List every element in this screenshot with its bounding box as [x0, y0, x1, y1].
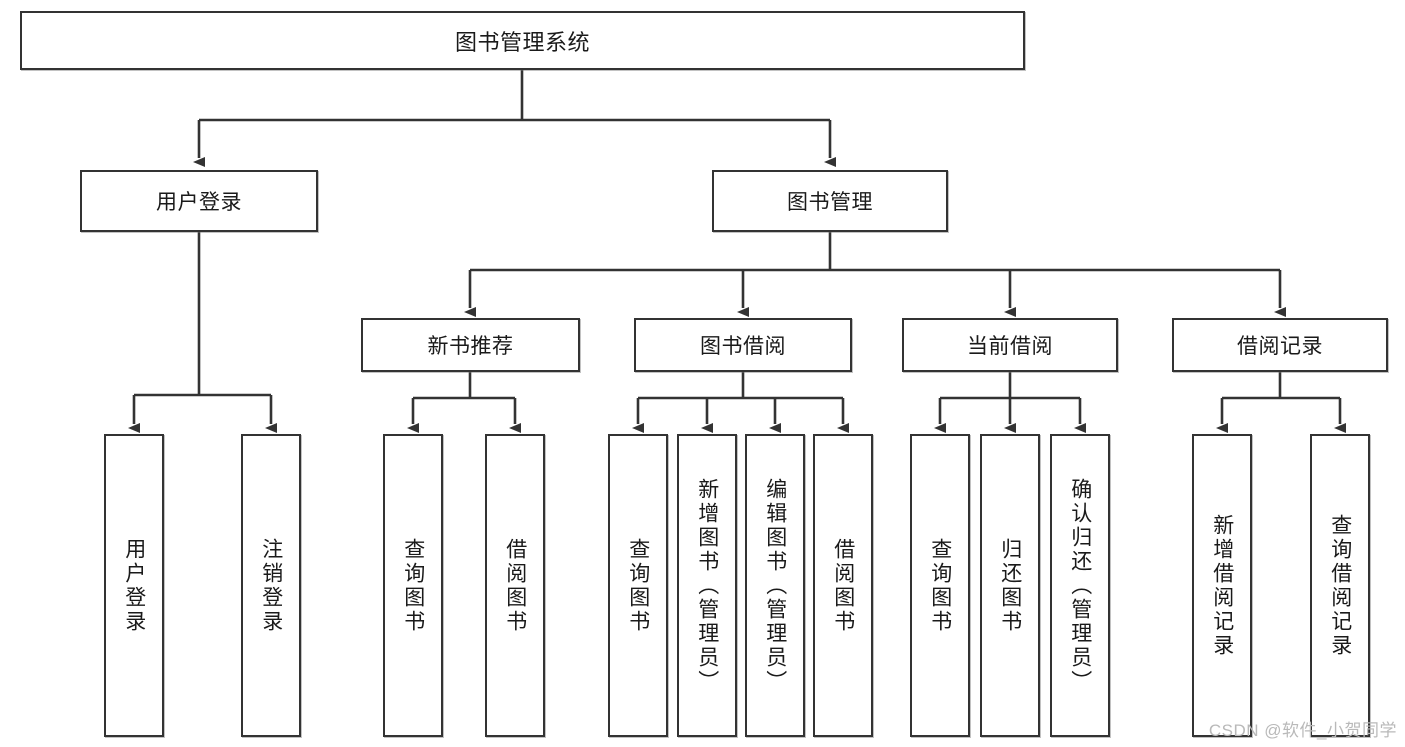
node-label: 图书借阅	[700, 335, 786, 358]
node-label: 图书管理	[787, 191, 873, 214]
node-label: 图书管理系统	[454, 29, 590, 55]
node-label: 借阅图书	[503, 537, 527, 634]
node-label: 归还图书	[998, 537, 1022, 634]
node-label: 新书推荐	[427, 335, 514, 358]
leaf-current-borrow-query-book[interactable]: 查询图书	[910, 434, 970, 737]
leaf-new-book-borrow-book[interactable]: 借阅图书	[485, 434, 545, 737]
node-label: 用户登录	[156, 191, 242, 214]
leaf-current-borrow-return-book[interactable]: 归还图书	[980, 434, 1040, 737]
node-label: 查询图书	[401, 537, 425, 634]
node-label: 新增借阅记录	[1210, 513, 1234, 658]
leaf-current-borrow-confirm-return-admin[interactable]: 确认归还（管理员）	[1050, 434, 1110, 737]
leaf-user-login-logout[interactable]: 注销登录	[241, 434, 301, 737]
leaf-borrow-record-query-record[interactable]: 查询借阅记录	[1310, 434, 1370, 737]
node-user-login[interactable]: 用户登录	[80, 170, 318, 232]
leaf-borrow-record-add-record[interactable]: 新增借阅记录	[1192, 434, 1252, 737]
node-new-book-recommend[interactable]: 新书推荐	[361, 318, 580, 372]
node-label: 注销登录	[259, 537, 283, 634]
leaf-book-borrow-edit-book-admin[interactable]: 编辑图书（管理员）	[745, 434, 805, 737]
node-book-borrow[interactable]: 图书借阅	[634, 318, 852, 372]
node-label: 查询借阅记录	[1328, 513, 1352, 658]
leaf-new-book-query-book[interactable]: 查询图书	[383, 434, 443, 737]
node-current-borrow[interactable]: 当前借阅	[902, 318, 1118, 372]
leaf-book-borrow-borrow-book[interactable]: 借阅图书	[813, 434, 873, 737]
node-label: 新增图书（管理员）	[695, 477, 719, 694]
node-label: 编辑图书（管理员）	[763, 477, 787, 694]
node-label: 当前借阅	[967, 335, 1053, 358]
node-label: 查询图书	[928, 537, 952, 634]
node-label: 查询图书	[626, 537, 650, 634]
node-borrow-record[interactable]: 借阅记录	[1172, 318, 1388, 372]
node-label: 借阅记录	[1237, 335, 1323, 358]
leaf-user-login-login[interactable]: 用户登录	[104, 434, 164, 737]
node-book-management[interactable]: 图书管理	[712, 170, 948, 232]
node-label: 确认归还（管理员）	[1068, 477, 1092, 694]
node-root-book-management-system[interactable]: 图书管理系统	[20, 11, 1025, 70]
watermark-text: CSDN @软件_小贺同学	[1208, 721, 1397, 740]
leaf-book-borrow-add-book-admin[interactable]: 新增图书（管理员）	[677, 434, 737, 737]
leaf-book-borrow-query-book[interactable]: 查询图书	[608, 434, 668, 737]
node-label: 借阅图书	[831, 537, 855, 634]
node-label: 用户登录	[122, 537, 146, 634]
